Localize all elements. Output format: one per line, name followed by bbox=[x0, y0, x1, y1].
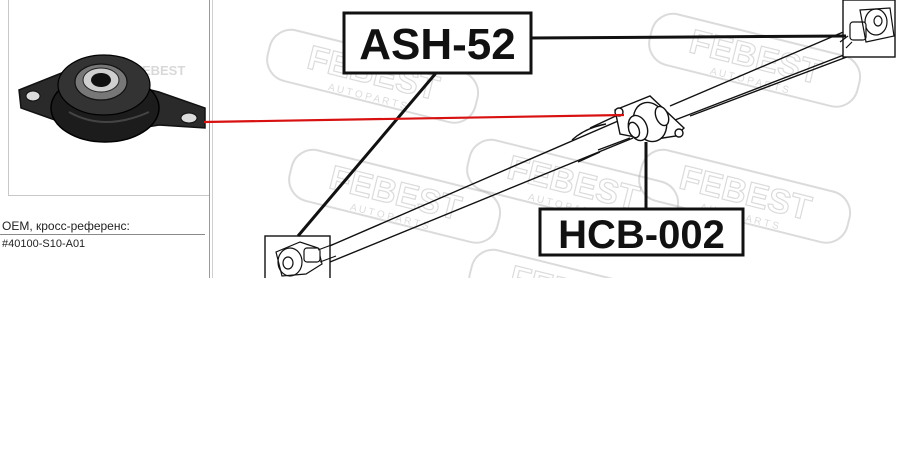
callout-ash-52-label: ASH-52 bbox=[359, 20, 516, 69]
callout-ash-52[interactable]: ASH-52 bbox=[342, 11, 533, 75]
panel-divider-shadow bbox=[212, 0, 213, 278]
rear-joint bbox=[264, 235, 337, 278]
part-photo-frame: FEBEST FEBEST bbox=[8, 0, 209, 196]
shaft-outline bbox=[324, 29, 863, 263]
photo-to-bearing-link bbox=[203, 113, 625, 124]
oem-divider bbox=[0, 234, 205, 235]
center-bearing-drawing bbox=[614, 95, 686, 143]
callout-hcb-002-label: HCB-002 bbox=[558, 213, 725, 257]
leader-lines bbox=[296, 34, 847, 237]
front-joint bbox=[839, 0, 896, 58]
left-panel: FEBEST FEBEST OEM, кросс-референс: #4010… bbox=[0, 0, 212, 278]
oem-cross-reference-label: OEM, кросс-референс: bbox=[2, 219, 130, 233]
callout-hcb-002[interactable]: HCB-002 bbox=[538, 207, 745, 257]
oem-part-number[interactable]: #40100-S10-A01 bbox=[2, 238, 86, 250]
watermark-sub-4: A U T O P A R T S bbox=[529, 302, 610, 332]
panel-divider bbox=[209, 0, 210, 278]
center-bearing-photo: FEBEST FEBEST bbox=[18, 54, 206, 143]
